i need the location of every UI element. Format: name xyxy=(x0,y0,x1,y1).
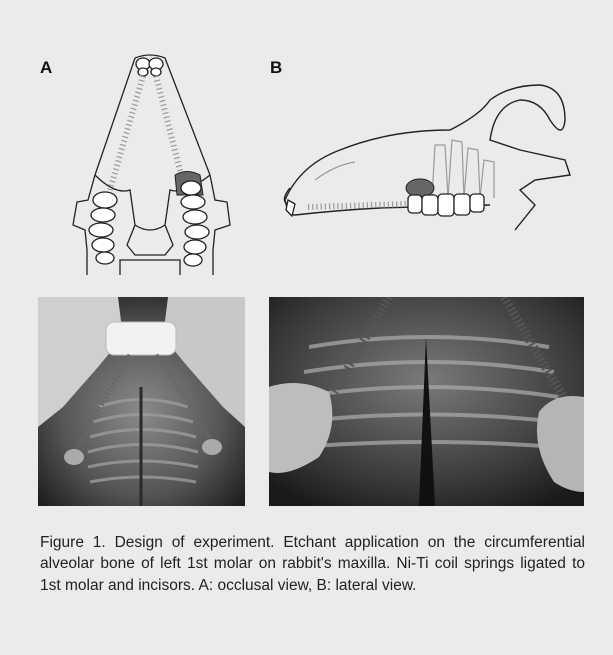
closeup-photo xyxy=(269,297,584,506)
panel-label-a: A xyxy=(40,58,52,78)
occlusal-view-drawing xyxy=(55,50,255,280)
occlusal-photo xyxy=(38,297,245,506)
figure-caption: Figure 1. Design of experiment. Etchant … xyxy=(40,532,585,597)
panel-label-b: B xyxy=(270,58,282,78)
lateral-view-drawing xyxy=(280,80,580,250)
